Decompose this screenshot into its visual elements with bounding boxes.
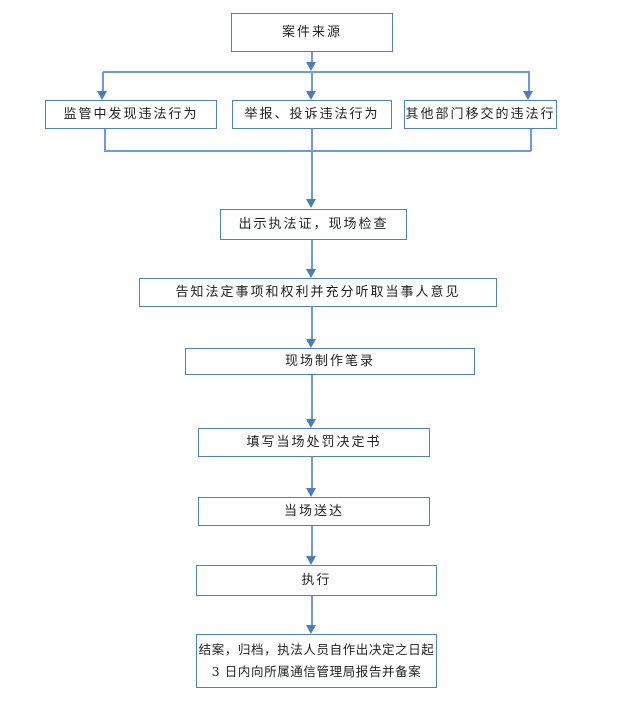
connector-branch-right bbox=[528, 72, 530, 91]
arrow-to-transfer bbox=[523, 91, 533, 100]
connector-record-fill bbox=[311, 375, 313, 419]
connector-inform-record bbox=[311, 307, 313, 339]
node-inform: 告知法定事项和权利并充分听取当事人意见 bbox=[139, 278, 497, 307]
branch-line bbox=[103, 71, 530, 73]
node-execute: 执行 bbox=[196, 565, 437, 596]
merge-left-line bbox=[104, 129, 106, 151]
connector-source-stem bbox=[311, 52, 313, 63]
arrow-to-inspect bbox=[306, 199, 316, 208]
merge-line bbox=[104, 150, 531, 152]
connector-inspect-inform bbox=[311, 240, 313, 269]
node-complaint-label: 举报、投诉违法行为 bbox=[244, 106, 380, 122]
node-execute-label: 执行 bbox=[301, 572, 332, 588]
arrow-to-inform bbox=[306, 269, 316, 278]
arrow-to-complaint bbox=[306, 91, 316, 100]
connector-fill-deliver bbox=[311, 457, 313, 488]
connector-deliver-execute bbox=[311, 526, 313, 556]
node-deliver: 当场送达 bbox=[198, 497, 430, 526]
connector-execute-closing bbox=[311, 596, 313, 625]
node-record: 现场制作笔录 bbox=[185, 348, 475, 375]
node-fill: 填写当场处罚决定书 bbox=[198, 428, 430, 457]
arrow-to-record bbox=[306, 339, 316, 348]
node-record-label: 现场制作笔录 bbox=[284, 353, 375, 369]
node-supervision: 监管中发现违法行为 bbox=[45, 100, 217, 129]
arrow-to-fill bbox=[306, 419, 316, 428]
node-supervision-label: 监管中发现违法行为 bbox=[63, 106, 199, 122]
arrow-source-to-branch bbox=[306, 62, 316, 71]
node-deliver-label: 当场送达 bbox=[283, 503, 344, 519]
node-transfer-label: 其他部门移交的违法行 bbox=[405, 106, 556, 122]
arrow-to-execute bbox=[306, 556, 316, 565]
node-inspect: 出示执法证，现场检查 bbox=[220, 209, 407, 240]
node-inspect-label: 出示执法证，现场检查 bbox=[238, 216, 389, 232]
node-closing-line2: 3 日内向所属通信管理局报告并备案 bbox=[211, 664, 422, 679]
node-transfer: 其他部门移交的违法行 bbox=[404, 100, 557, 129]
connector-branch-left bbox=[102, 72, 104, 91]
node-case-source-label: 案件来源 bbox=[281, 24, 342, 40]
arrow-to-closing bbox=[306, 625, 316, 634]
connector-merge-to-inspect bbox=[311, 129, 313, 199]
node-closing: 结案，归档，执法人员自作出决定之日起 3 日内向所属通信管理局报告并备案 bbox=[196, 634, 437, 688]
connector-branch-mid bbox=[311, 72, 313, 91]
node-inform-label: 告知法定事项和权利并充分听取当事人意见 bbox=[175, 284, 461, 300]
arrow-to-supervision bbox=[97, 91, 107, 100]
merge-right-line bbox=[530, 129, 532, 151]
node-complaint: 举报、投诉违法行为 bbox=[232, 100, 392, 129]
node-case-source: 案件来源 bbox=[231, 13, 393, 52]
arrow-to-deliver bbox=[306, 488, 316, 497]
node-closing-line1: 结案，归档，执法人员自作出决定之日起 bbox=[198, 641, 435, 657]
node-fill-label: 填写当场处罚决定书 bbox=[246, 434, 382, 450]
